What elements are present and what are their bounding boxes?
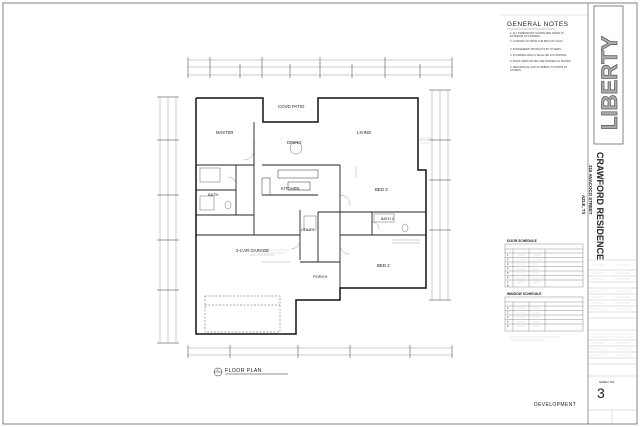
title-block-fill xyxy=(591,264,634,356)
window-schedule-fill xyxy=(510,307,560,341)
door-row-number: 6 xyxy=(507,276,509,280)
dimension-lines xyxy=(159,59,452,356)
door-swings xyxy=(227,149,380,255)
kitchen-counters xyxy=(261,169,319,196)
general-notes-title: GENERAL NOTES xyxy=(507,21,569,28)
door-row-number: 4 xyxy=(507,267,509,271)
room-kitchen: KITCHEN xyxy=(281,186,299,191)
logo-text: LIBERTY xyxy=(597,36,622,130)
door-row-number: 8 xyxy=(507,284,509,288)
project-address: 316 ANACOCO STREET xyxy=(588,165,593,215)
title-block-rows xyxy=(588,259,637,424)
sheet-status: DEVELOPMENT xyxy=(534,402,577,408)
window-row-number: 4 xyxy=(507,320,509,324)
window-row-number: 5 xyxy=(507,324,509,328)
liberty-logo: LIBERTY xyxy=(593,5,624,145)
door-schedule-numbers: 1 2 3 4 5 6 7 8 xyxy=(507,253,509,288)
closets xyxy=(355,166,420,244)
room-dining: DINING xyxy=(287,140,302,145)
exterior-walls xyxy=(195,97,427,335)
dining-table xyxy=(289,141,303,155)
general-note-item: 1. ALL DIMENSIONS SHOWN ARE TAKEN AT EXT… xyxy=(510,32,564,38)
floor-plan-title: FLOOR PLAN xyxy=(225,368,262,374)
garage-door xyxy=(204,295,281,333)
door-schedule-table xyxy=(504,243,584,288)
room-bed2: BED 2 xyxy=(377,263,390,268)
general-note-item: 5. ROOF SIZES NOTED ARE FRAMED AS SHOWN. xyxy=(510,60,572,63)
floor-plan-symbol xyxy=(213,367,288,377)
general-note-item: 4. PLUMBING WALLS SHALL BE 2x6 FRAMING. xyxy=(510,54,568,57)
room-bed3: BED 3 xyxy=(375,187,388,192)
dimension-ticks xyxy=(157,57,453,358)
general-note-item: 2. LOOKING UP FROM THE BATH AT LIGHT... xyxy=(510,40,565,43)
door-schedule-fill xyxy=(516,254,545,283)
project-city: AZLE, TX xyxy=(581,195,586,215)
room-master: MASTER xyxy=(216,130,233,135)
door-row-number: 2 xyxy=(507,258,509,262)
bath-fixtures xyxy=(199,167,409,233)
floor-plan-symbol-number: 1 xyxy=(217,368,219,372)
room-covered-patio: COVD PATIO xyxy=(278,104,305,109)
room-garage: 2-CAR GARAGE xyxy=(236,248,269,253)
sheet-number-label: SHEET NO. xyxy=(599,380,616,384)
door-schedule-title: DOOR SCHEDULE xyxy=(507,239,537,243)
window-row-number: 1 xyxy=(507,306,509,310)
door-row-number: 3 xyxy=(507,262,509,266)
room-utility: UTILITY xyxy=(301,228,315,232)
project-name: CRAWFORD RESIDENCE xyxy=(595,152,605,261)
general-note-item: 6. MECHANICAL AND PLUMBING SYSTEMS BY OT… xyxy=(510,66,568,72)
window-row-number: 3 xyxy=(507,315,509,319)
plan-leaders xyxy=(250,139,435,263)
interior-walls xyxy=(196,122,426,288)
window-schedule-numbers: 1 2 3 4 5 xyxy=(507,306,509,328)
window-schedule-title: WINDOW SCHEDULE xyxy=(507,292,542,296)
room-porch: PORCH xyxy=(313,274,328,279)
room-bath: BATH xyxy=(208,192,218,197)
room-bath2: BATH 2 xyxy=(381,217,394,221)
general-note-item: 3. ENGINEERED PRODUCTS BY OTHERS. xyxy=(510,48,562,51)
plan-annotations xyxy=(258,137,432,254)
room-living: LIVING xyxy=(357,130,372,135)
door-row-number: 5 xyxy=(507,271,509,275)
window-row-number: 2 xyxy=(507,311,509,315)
door-row-number: 1 xyxy=(507,253,509,257)
window-schedule-table xyxy=(504,296,584,332)
sheet-number: 3 xyxy=(597,385,605,401)
door-row-number: 7 xyxy=(507,280,509,284)
